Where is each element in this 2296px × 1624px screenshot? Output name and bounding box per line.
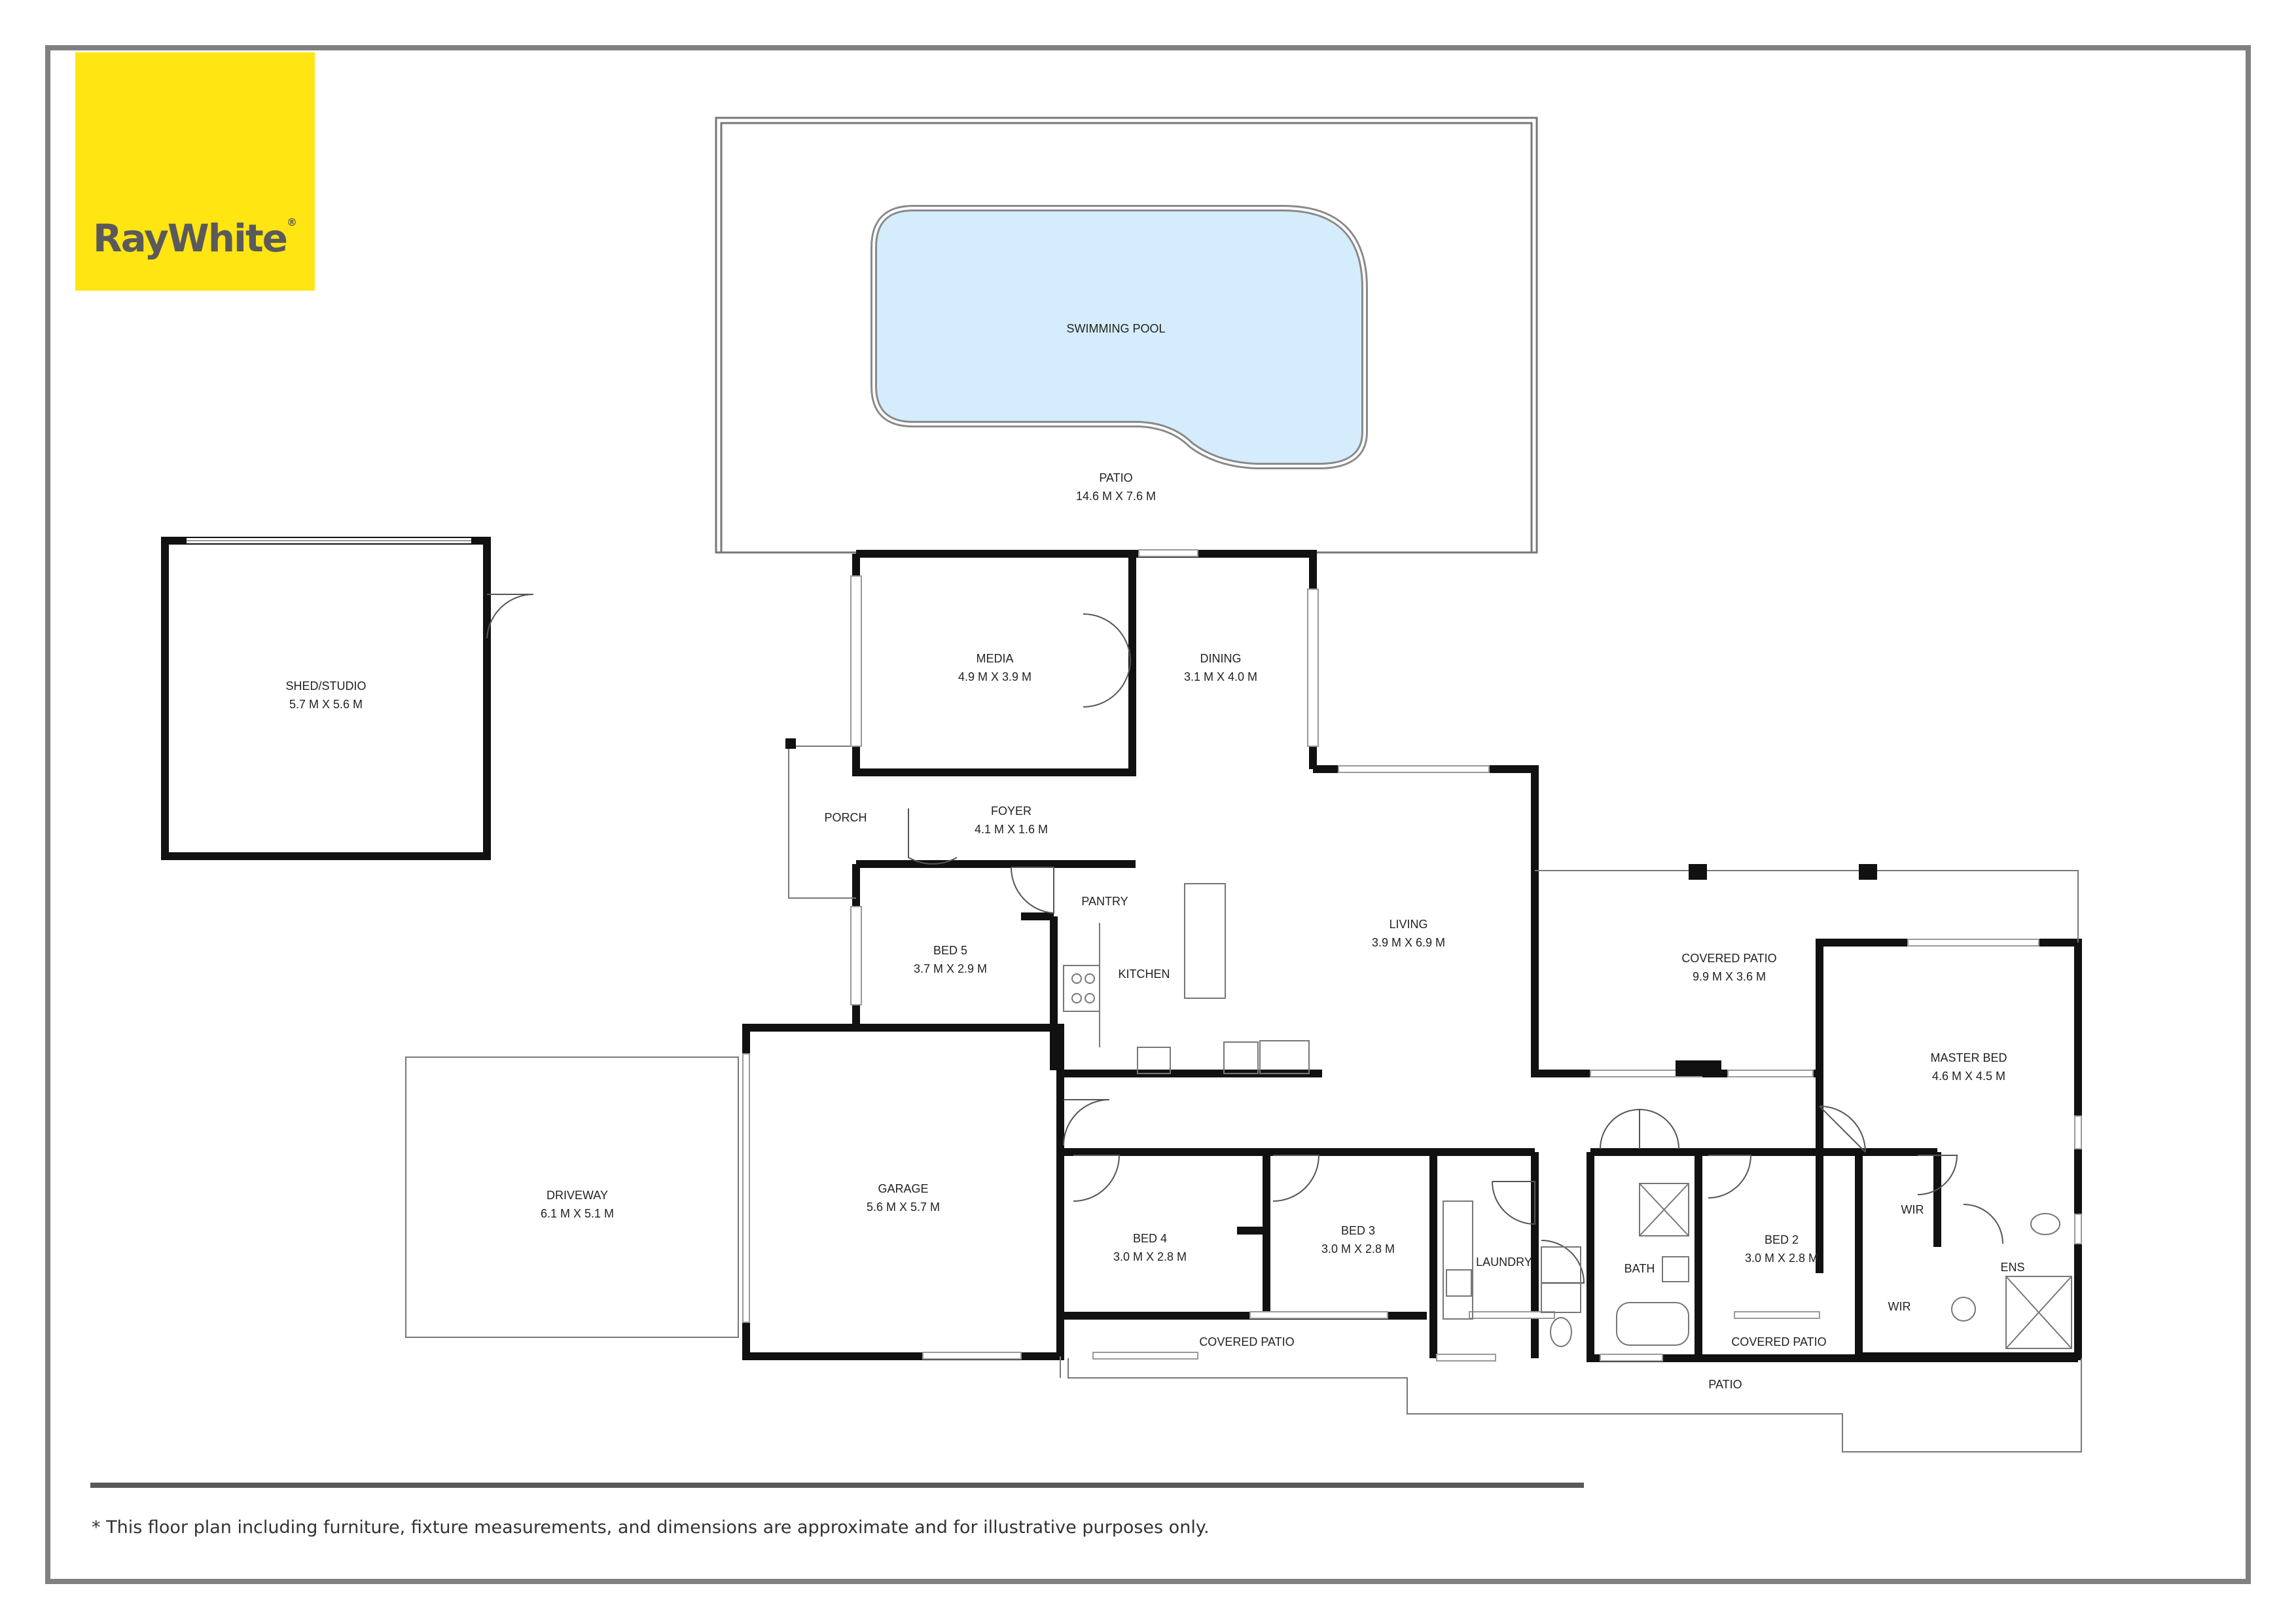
garage-dim: 5.6 M X 5.7 M: [867, 1200, 940, 1214]
wir2-label: WIR: [1888, 1300, 1911, 1313]
covered-patio-main-dim: 9.9 M X 3.6 M: [1693, 970, 1766, 983]
driveway-outline: [405, 1056, 739, 1338]
dining-label: DINING: [1200, 652, 1242, 665]
pool-label: SWIMMING POOL: [1066, 322, 1165, 335]
wir1-label: WIR: [1901, 1203, 1924, 1216]
foyer-dim: 4.1 M X 1.6 M: [975, 823, 1048, 836]
shed-dim: 5.7 M X 5.6 M: [289, 698, 363, 711]
bed5-label: BED 5: [933, 944, 967, 957]
media-dim: 4.9 M X 3.9 M: [958, 670, 1031, 683]
porch-label: PORCH: [824, 811, 867, 824]
garage-label: GARAGE: [878, 1182, 928, 1195]
bed3-label: BED 3: [1341, 1224, 1375, 1237]
foyer-label: FOYER: [991, 804, 1031, 818]
window-marks: [742, 549, 2082, 1362]
living-dim: 3.9 M X 6.9 M: [1372, 936, 1445, 949]
living-label: LIVING: [1389, 918, 1427, 931]
disclaimer-text: * This floor plan including furniture, f…: [92, 1517, 1210, 1538]
bed4-dim: 3.0 M X 2.8 M: [1113, 1250, 1187, 1263]
covered-patio-right-label: COVERED PATIO: [1731, 1335, 1826, 1348]
rear-patio-label: PATIO: [1099, 471, 1132, 484]
bed3-dim: 3.0 M X 2.8 M: [1321, 1242, 1395, 1255]
door-swings: [908, 613, 2003, 1284]
shed-label: SHED/STUDIO: [285, 679, 366, 693]
raywhite-logo: RayWhite®: [75, 52, 315, 291]
patio-posts: [785, 738, 1877, 1076]
bed2-dim: 3.0 M X 2.8 M: [1745, 1252, 1818, 1265]
bed2-label: BED 2: [1765, 1233, 1799, 1246]
swimming-pool-shape: [870, 205, 1368, 469]
shed-door-swing: [486, 593, 534, 639]
fixtures: [1063, 965, 2072, 1349]
master-bed-dim: 4.6 M X 4.5 M: [1932, 1070, 2005, 1083]
driveway-label: DRIVEWAY: [547, 1189, 608, 1202]
room-labels: SWIMMING POOL PATIO 14.6 M X 7.6 M MEDIA…: [285, 322, 2024, 1391]
bath-label: BATH: [1624, 1262, 1655, 1275]
rear-patio-dim: 14.6 M X 7.6 M: [1076, 490, 1156, 503]
media-label: MEDIA: [976, 652, 1013, 665]
laundry-label: LAUNDRY: [1476, 1255, 1532, 1269]
pool-coping: [872, 207, 1366, 467]
covered-patio-main-label: COVERED PATIO: [1681, 952, 1776, 965]
bed5-dim: 3.7 M X 2.9 M: [914, 962, 987, 975]
front-patio-label: PATIO: [1708, 1378, 1742, 1391]
logo-wordmark: RayWhite®: [92, 216, 298, 261]
pantry-label: PANTRY: [1081, 895, 1128, 908]
driveway-dim: 6.1 M X 5.1 M: [541, 1207, 614, 1220]
bed4-label: BED 4: [1133, 1232, 1167, 1245]
kitchen-label: KITCHEN: [1118, 967, 1170, 981]
covered-patio-left-label: COVERED PATIO: [1199, 1335, 1294, 1348]
ens-label: ENS: [2000, 1261, 2024, 1274]
thin-outlines: [788, 746, 2082, 1453]
footer-divider: [90, 1483, 1584, 1488]
master-bed-label: MASTER BED: [1930, 1051, 2007, 1064]
dining-dim: 3.1 M X 4.0 M: [1184, 670, 1257, 683]
